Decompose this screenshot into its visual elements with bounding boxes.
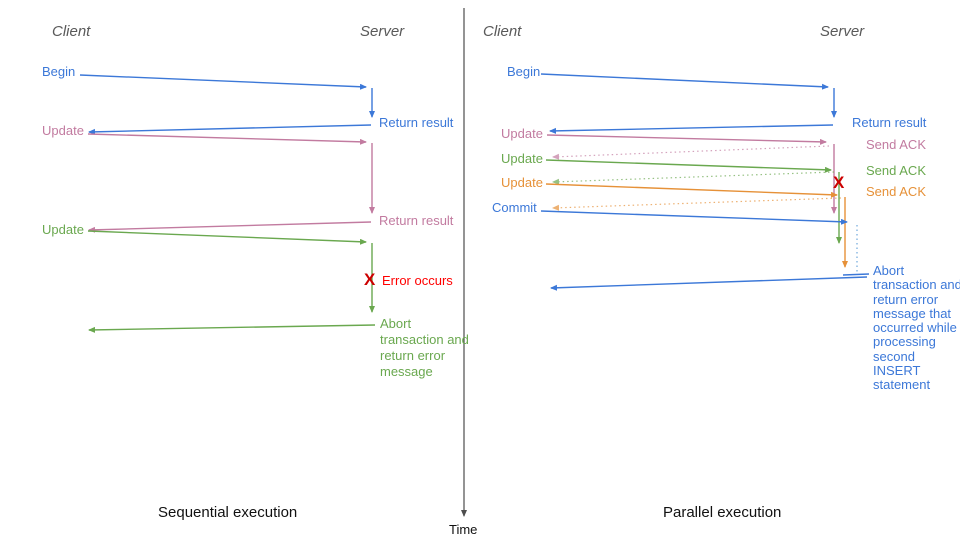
seq-begin-request-arrow: [79, 74, 367, 90]
seq-abort-return-arrow: [88, 324, 376, 333]
par-server-lifeline-header: Server: [820, 23, 865, 40]
seq-client-lifeline-header: Client: [52, 23, 91, 40]
par-caption: Parallel execution: [663, 504, 782, 521]
seq-update-1-label: Update: [42, 123, 84, 138]
par-abort-return-arrow: [550, 276, 868, 291]
par-client-lifeline-header: Client: [483, 23, 522, 40]
seq-error-x-icon: X: [364, 270, 376, 289]
par-commit-request-arrow: [540, 210, 848, 225]
par-send-ack-2-label: Send ACK: [866, 163, 926, 178]
par-return-result-arrow: [549, 124, 834, 134]
par-return-result-label: Return result: [852, 115, 927, 130]
par-begin-label: Begin: [507, 64, 541, 79]
par-abort-start-line: [842, 273, 870, 276]
par-update-1-request-arrow: [546, 134, 827, 145]
seq-begin-label: Begin: [42, 64, 76, 79]
seq-update-2-request-arrow: [87, 230, 367, 245]
seq-caption: Sequential execution: [158, 504, 298, 521]
seq-return-result-2-label: Return result: [379, 213, 454, 228]
par-send-ack-1-arrow: [552, 145, 830, 160]
par-update-3-request-arrow: [545, 183, 838, 198]
par-error-x-icon: X: [833, 173, 845, 192]
par-begin-request-arrow: [540, 73, 829, 90]
time-axis-label: Time: [449, 522, 478, 537]
seq-return-result-2-arrow: [88, 221, 372, 233]
par-abort-note: Abort transaction and return error messa…: [873, 263, 960, 393]
par-send-ack-1-label: Send ACK: [866, 137, 926, 152]
seq-abort-note: Abort transaction and return error messa…: [380, 316, 469, 379]
par-update-3-label: Update: [501, 175, 543, 190]
par-send-ack-3-label: Send ACK: [866, 184, 926, 199]
par-commit-label: Commit: [492, 200, 537, 215]
par-update-2-request-arrow: [545, 159, 832, 173]
seq-return-result-1-arrow: [88, 124, 372, 135]
par-update-2-label: Update: [501, 151, 543, 166]
seq-error-occurs-label: Error occurs: [382, 273, 453, 288]
seq-update-1-request-arrow: [87, 133, 367, 145]
seq-return-result-1-label: Return result: [379, 115, 454, 130]
seq-update-2-label: Update: [42, 222, 84, 237]
seq-server-lifeline-header: Server: [360, 23, 405, 40]
parallel-arrows: [540, 73, 870, 291]
par-send-ack-2-arrow: [552, 171, 835, 185]
par-send-ack-3-arrow: [552, 197, 842, 211]
sequential-arrows: [79, 74, 376, 333]
par-update-1-label: Update: [501, 126, 543, 141]
